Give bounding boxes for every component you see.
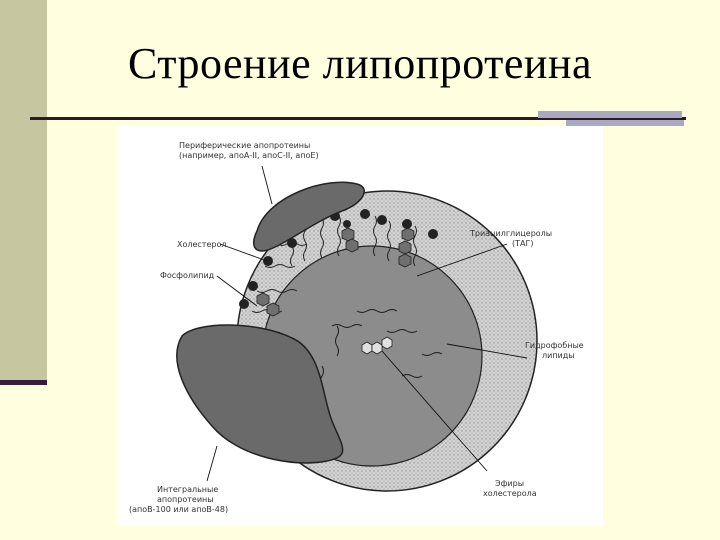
label-tag-line2: (ТАГ) [512, 239, 533, 248]
label-esters-line1: Эфиры [495, 479, 524, 488]
label-cholesterol: Холестерол [177, 240, 226, 249]
decorative-side-bar [0, 0, 47, 385]
lipoprotein-structure-svg: Периферические апопротеины (например, ап… [129, 141, 584, 514]
cholesterol-molecules [256, 227, 415, 317]
label-phospholipid: Фосфолипид [160, 271, 215, 280]
label-integral-line2: апопротеины [157, 495, 214, 504]
label-hydrophobic-line1: Гидрофобные [525, 341, 584, 350]
label-peripheral-line2: (например, апоА-II, апоС-II, апоЕ) [179, 151, 319, 160]
lipoprotein-diagram: Периферические апопротеины (например, ап… [117, 126, 603, 526]
label-esters-line2: холестерола [483, 489, 537, 498]
title-underline [30, 117, 686, 120]
decorative-bar-top [538, 111, 682, 118]
label-leader-lines [206, 165, 528, 482]
core-lipid-tails [320, 309, 443, 397]
decorative-bar-bottom [566, 120, 684, 126]
slide-title: Строение липопротеина [127, 39, 593, 88]
cholesterol-ester-rings [361, 336, 393, 355]
integral-apoprotein-shape [176, 324, 344, 464]
decorative-side-bar-edge [0, 380, 47, 385]
label-integral-line3: (апоВ-100 или апоВ-48) [129, 505, 228, 514]
phospholipid-heads [239, 209, 438, 309]
label-peripheral-line1: Периферические апопротеины [179, 141, 310, 150]
label-integral-line1: Интегральные [157, 485, 218, 494]
peripheral-apoprotein-shape [252, 181, 365, 252]
label-hydrophobic-line2: липиды [542, 351, 575, 360]
label-tag-line1: Триацилглицеролы [469, 229, 552, 238]
